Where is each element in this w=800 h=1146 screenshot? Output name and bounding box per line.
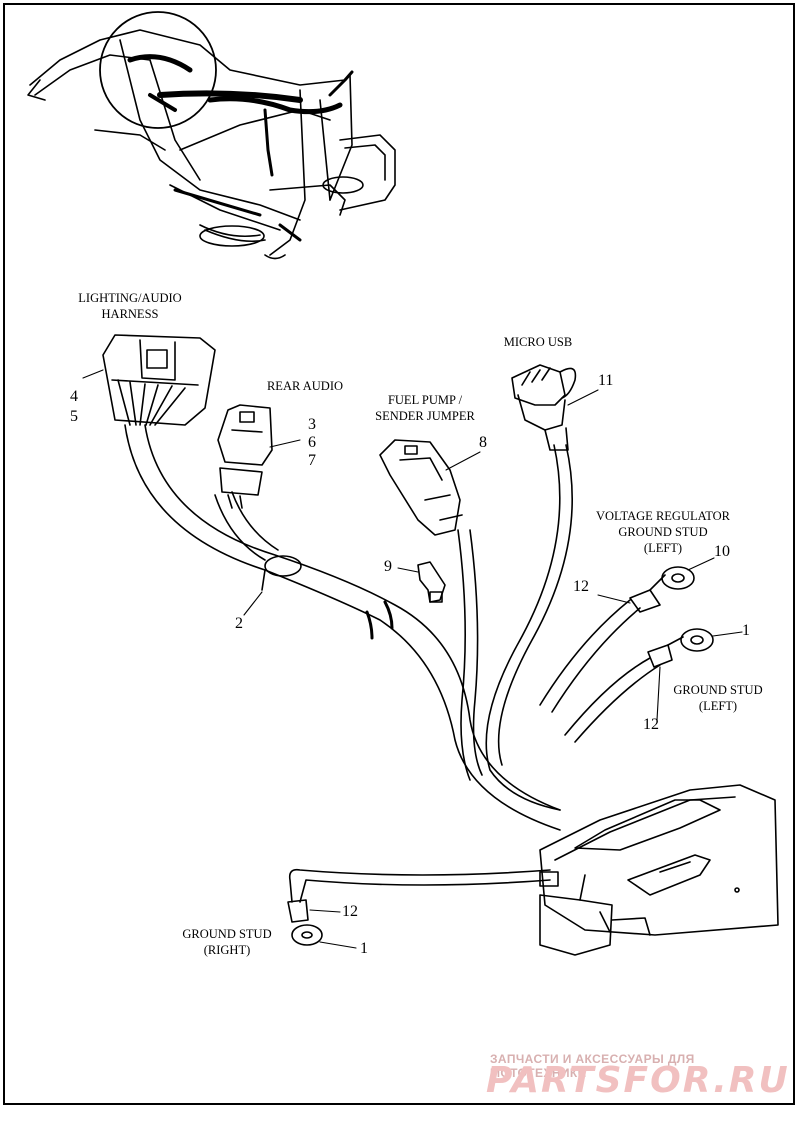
ground-left-line1: GROUND STUD (673, 683, 763, 697)
watermark-logo: PARTSFOR.RU (486, 1060, 790, 1101)
fuel-pump-line1: FUEL PUMP / (387, 393, 463, 407)
rear-audio-connector (217, 404, 273, 509)
callout-12-right: 12 (342, 903, 358, 920)
voltage-reg-line2: GROUND STUD (618, 525, 708, 539)
ground-left-line2: (LEFT) (698, 699, 738, 713)
watermark-caption: ЗАПЧАСТИ И АКСЕССУАРЫ ДЛЯ МОТОТЕХНИКИ (490, 1052, 695, 1080)
jumper-plug (417, 561, 446, 603)
junction-bracket (539, 784, 779, 956)
micro-usb-connector (511, 364, 577, 451)
rear-audio-label: REAR AUDIO (266, 379, 344, 393)
fuel-pump-connector (379, 439, 463, 536)
callout-9: 9 (384, 558, 392, 575)
callout-12-voltage: 12 (573, 578, 589, 595)
lighting-audio-line2: HARNESS (101, 307, 159, 321)
ground-right-line2: (RIGHT) (203, 943, 251, 957)
lighting-audio-label: LIGHTING/AUDIO HARNESS (70, 290, 190, 322)
callout-1-left: 1 (742, 622, 750, 639)
callout-10: 10 (714, 543, 730, 560)
callout-11: 11 (598, 372, 614, 389)
callout-1-right: 1 (360, 940, 368, 957)
diagram-frame (3, 3, 795, 1105)
ground-stud-left-label: GROUND STUD (LEFT) (663, 682, 773, 714)
lighting-audio-connector (102, 334, 216, 426)
callout-12-left: 12 (643, 716, 659, 733)
frame-overview (27, 11, 396, 260)
callout-6: 6 (308, 434, 316, 451)
voltage-regulator-label: VOLTAGE REGULATOR GROUND STUD (LEFT) (588, 508, 738, 556)
callout-3: 3 (308, 416, 316, 433)
fuel-pump-line2: SENDER JUMPER (375, 409, 475, 423)
micro-usb-label: MICRO USB (503, 335, 573, 349)
fuel-pump-label: FUEL PUMP / SENDER JUMPER (365, 392, 485, 424)
leader-lines (82, 369, 743, 949)
ground-stud-right-label: GROUND STUD (RIGHT) (172, 926, 282, 958)
ground-right-line1: GROUND STUD (182, 927, 272, 941)
voltage-reg-line1: VOLTAGE REGULATOR (595, 509, 731, 523)
callout-8: 8 (479, 434, 487, 451)
voltage-reg-line3: (LEFT) (643, 541, 683, 555)
main-harness (124, 424, 573, 831)
callout-2: 2 (235, 615, 243, 632)
callout-5: 5 (70, 408, 78, 425)
ground-wires (287, 566, 714, 946)
callout-4: 4 (70, 388, 78, 405)
callout-7: 7 (308, 452, 316, 469)
lighting-audio-line1: LIGHTING/AUDIO (78, 291, 182, 305)
